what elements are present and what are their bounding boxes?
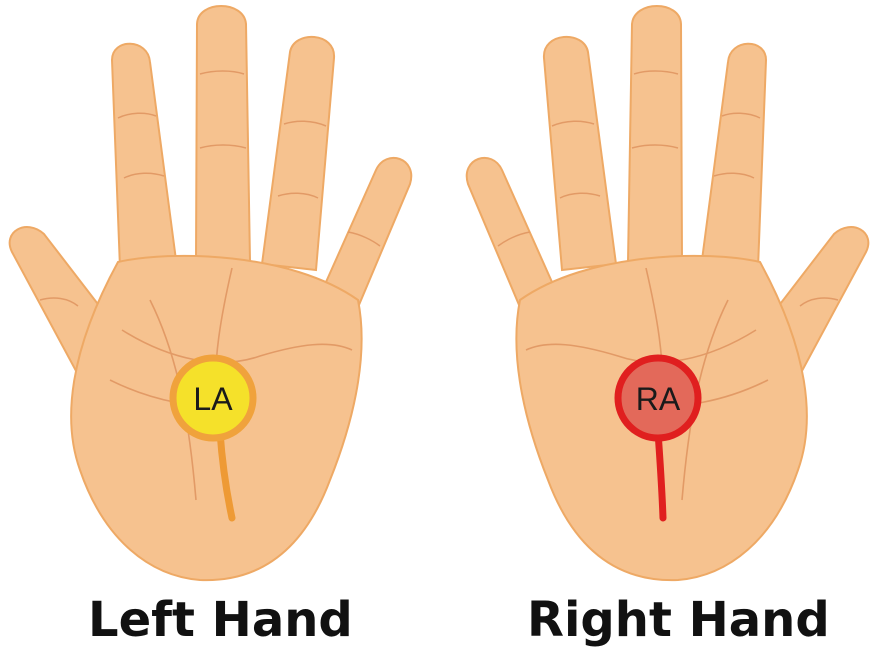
right-hand-caption: Right Hand	[527, 592, 830, 648]
ra-electrode-label: RA	[636, 381, 681, 417]
right-hand	[465, 5, 870, 582]
left-middle	[260, 36, 336, 272]
electrode-la: LA	[169, 354, 257, 522]
left-index	[316, 156, 413, 314]
ra-electrode-pad	[614, 354, 702, 442]
left-hand-caption: Left Hand	[88, 592, 353, 648]
left-hand	[8, 5, 413, 582]
left-pinky	[110, 42, 178, 270]
left-ring	[194, 5, 252, 263]
right-ring	[626, 5, 684, 263]
right-middle	[542, 36, 618, 272]
la-electrode-pad	[169, 354, 257, 442]
electrode-ra: RA	[614, 354, 702, 522]
la-electrode-label: LA	[193, 381, 233, 417]
right-index	[465, 156, 562, 314]
right-pinky	[700, 42, 768, 270]
